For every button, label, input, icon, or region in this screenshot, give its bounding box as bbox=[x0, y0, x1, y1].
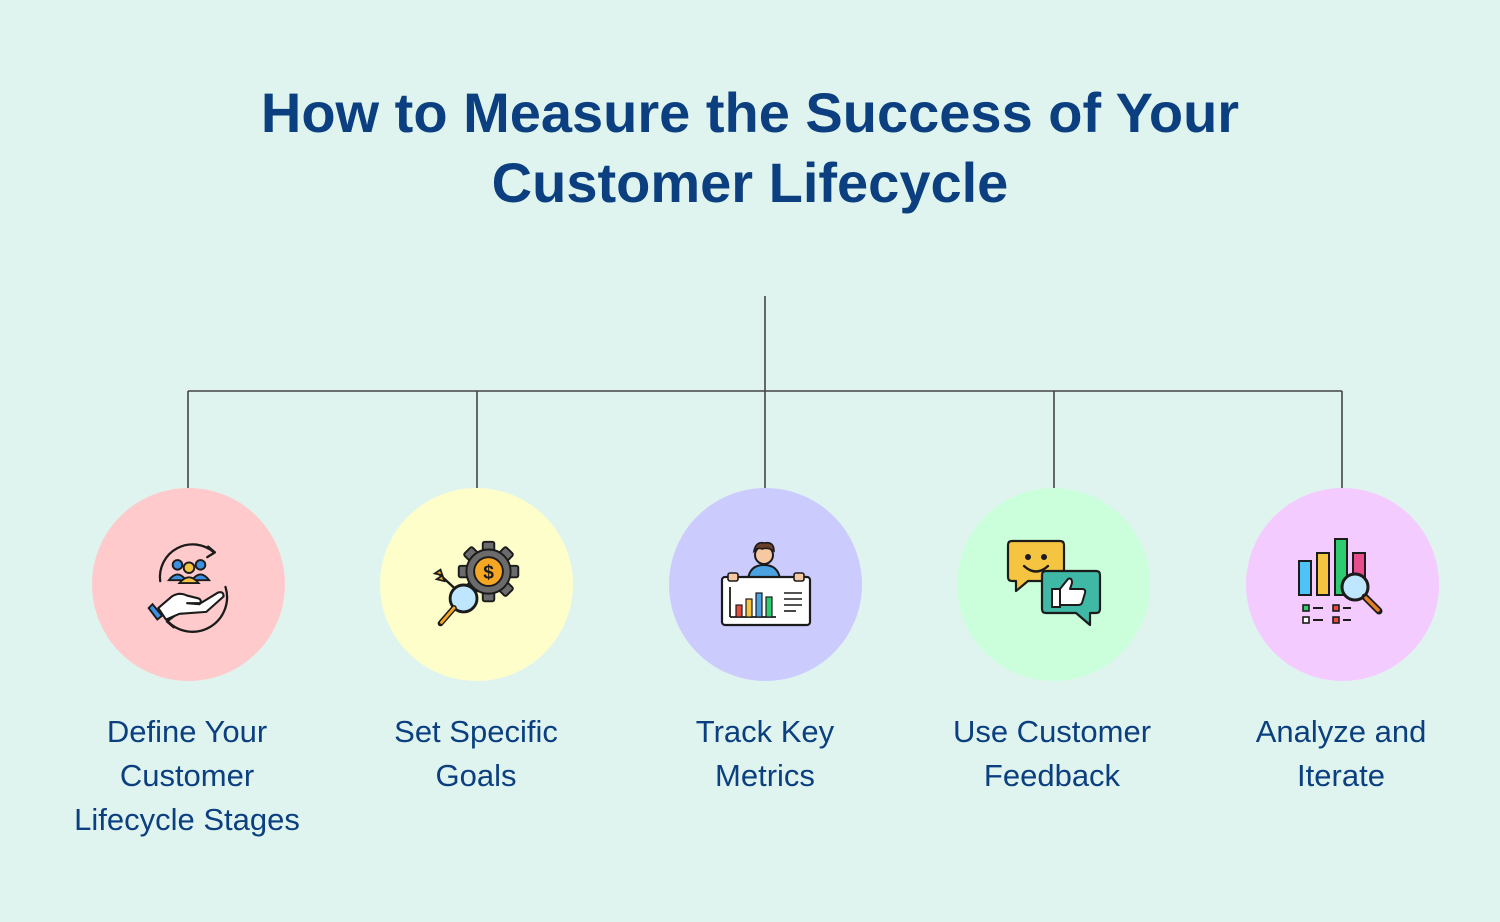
step-circle-track-metrics bbox=[669, 488, 862, 681]
analytics-magnifier-icon bbox=[1297, 537, 1382, 624]
title-line-1: How to Measure the Success of Your bbox=[260, 81, 1240, 144]
title-line-2: Customer Lifecycle bbox=[491, 151, 1009, 214]
step-label-set-goals: Set Specific Goals bbox=[326, 710, 626, 798]
step-label-line: Use Customer bbox=[952, 714, 1152, 749]
step-label-line: Feedback bbox=[983, 758, 1121, 793]
step-label-line: Track Key bbox=[695, 714, 835, 749]
step-label-line: Iterate bbox=[1297, 758, 1385, 793]
step-label-use-feedback: Use Customer Feedback bbox=[902, 710, 1202, 798]
step-label-line: Customer bbox=[119, 758, 255, 793]
step-label-line: Goals bbox=[435, 758, 517, 793]
step-circle-define-stages bbox=[92, 488, 285, 681]
person-chart-board-icon bbox=[720, 541, 811, 626]
step-label-line: Define Your bbox=[106, 714, 268, 749]
step-label-line: Metrics bbox=[715, 758, 815, 793]
step-circle-use-feedback bbox=[957, 488, 1150, 681]
step-label-define-stages: Define Your Customer Lifecycle Stages bbox=[37, 710, 337, 842]
goal-gear-dollar-icon: $ bbox=[432, 540, 519, 626]
step-label-track-metrics: Track Key Metrics bbox=[615, 710, 915, 798]
svg-text:$: $ bbox=[483, 562, 494, 583]
page-title: How to Measure the Success of Your Custo… bbox=[0, 78, 1500, 218]
step-label-line: Lifecycle Stages bbox=[74, 802, 300, 837]
feedback-chat-icon bbox=[1006, 539, 1101, 626]
step-label-line: Analyze and bbox=[1255, 714, 1427, 749]
step-label-line: Set Specific bbox=[394, 714, 558, 749]
step-circle-set-goals: $ bbox=[380, 488, 573, 681]
step-label-analyze-iterate: Analyze and Iterate bbox=[1191, 710, 1491, 798]
customer-care-hand-icon bbox=[146, 542, 228, 633]
step-circle-analyze-iterate bbox=[1246, 488, 1439, 681]
